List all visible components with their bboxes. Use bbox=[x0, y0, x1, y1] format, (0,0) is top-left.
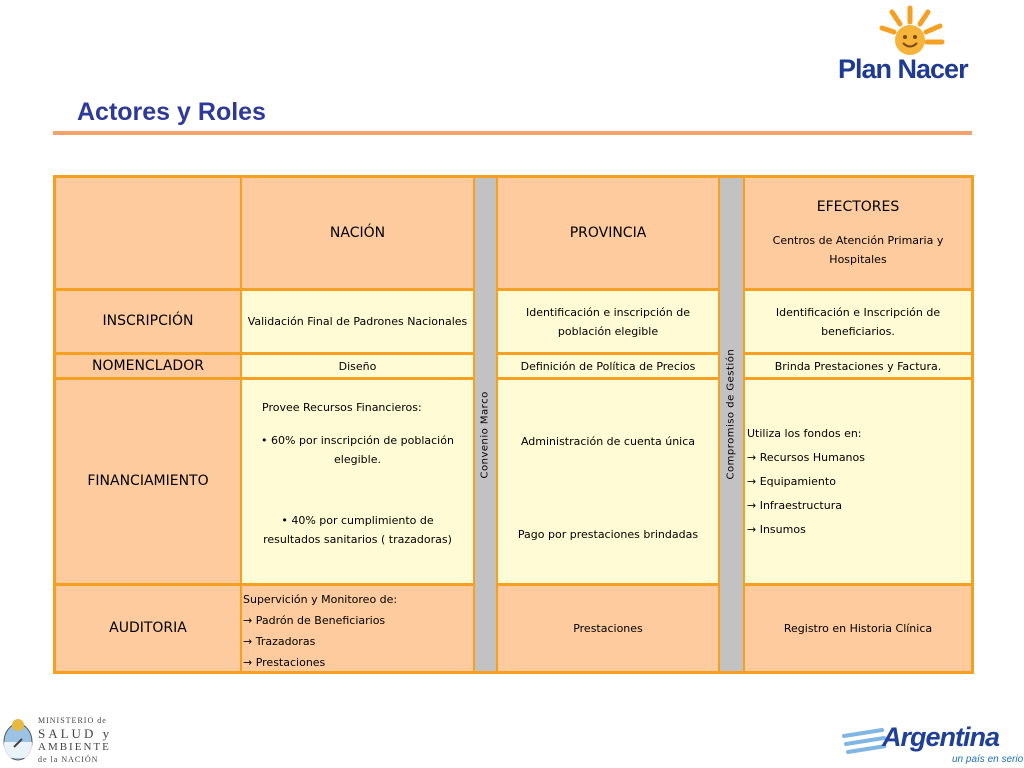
argentina-logo: Argentina un país en serio bbox=[842, 722, 1024, 768]
list-item: → Trazadoras bbox=[243, 635, 316, 648]
cell-inscripcion-efectores: Identificación e Inscripción de benefici… bbox=[745, 291, 971, 352]
separator-label-convenio: Convenio Marco bbox=[479, 391, 491, 479]
financiamiento-nacion-bullet-1: • 60% por inscripción de población elegi… bbox=[261, 434, 454, 466]
plan-nacer-wordmark: Plan Nacer bbox=[838, 54, 969, 84]
efectores-subtitle: Centros de Atención Primaria y Hospitale… bbox=[772, 233, 944, 266]
cell-nomenclador-provincia: Definición de Política de Precios bbox=[498, 355, 718, 377]
row-header-auditoria: AUDITORIA bbox=[56, 586, 240, 671]
list-item: → Prestaciones bbox=[243, 656, 326, 669]
efectores-title: EFECTORES bbox=[816, 198, 900, 215]
list-item: → Insumos bbox=[747, 523, 806, 536]
financiamiento-provincia-line-2: Pago por prestaciones brindadas bbox=[517, 528, 699, 541]
financiamiento-efectores-title: Utiliza los fondos en: bbox=[747, 427, 862, 440]
plan-nacer-logo: Plan Nacer bbox=[830, 4, 1000, 88]
ministerio-line-3: AMBIENTE bbox=[38, 741, 111, 753]
auditoria-nacion-title: Supervición y Monitoreo de: bbox=[243, 593, 398, 606]
ministerio-line-4: de la NACIÓN bbox=[38, 755, 99, 764]
list-item: → Infraestructura bbox=[747, 499, 842, 512]
column-header-nacion: NACIÓN bbox=[242, 178, 473, 288]
list-item: → Padrón de Beneficiarios bbox=[243, 614, 386, 627]
cell-auditoria-efectores: Registro en Historia Clínica bbox=[745, 586, 971, 671]
column-header-provincia: PROVINCIA bbox=[498, 178, 718, 288]
list-item: → Recursos Humanos bbox=[747, 451, 865, 464]
ministerio-logo: MINISTERIO de SALUD y AMBIENTE de la NAC… bbox=[0, 712, 140, 768]
separator-convenio: Convenio Marco bbox=[475, 178, 496, 671]
cell-financiamiento-nacion: Provee Recursos Financieros: • 60% por i… bbox=[242, 380, 473, 583]
cell-inscripcion-provincia: Identificación e inscripción de població… bbox=[498, 291, 718, 352]
row-header-financiamiento: FINANCIAMIENTO bbox=[56, 380, 240, 583]
cell-financiamiento-provincia: Administración de cuenta única Pago por … bbox=[498, 380, 718, 583]
column-header-efectores: EFECTORES Centros de Atención Primaria y… bbox=[745, 178, 971, 288]
financiamiento-nacion-title: Provee Recursos Financieros: bbox=[262, 401, 422, 414]
ministerio-line-1: MINISTERIO de bbox=[38, 716, 107, 725]
row-header-nomenclador: NOMENCLADOR bbox=[56, 355, 240, 377]
ministerio-line-2: SALUD y bbox=[38, 726, 113, 741]
argentina-wordmark: Argentina bbox=[882, 722, 1000, 752]
coat-of-arms-icon bbox=[3, 719, 33, 761]
sun-face-icon bbox=[879, 5, 945, 55]
roles-table: NACIÓN PROVINCIA EFECTORES Centros de At… bbox=[53, 175, 974, 674]
cell-nomenclador-nacion: Diseño bbox=[242, 355, 473, 377]
cell-auditoria-provincia: Prestaciones bbox=[498, 586, 718, 671]
page-title: Actores y Roles bbox=[77, 98, 266, 126]
financiamiento-nacion-bullet-2: • 40% por cumplimiento de resultados san… bbox=[263, 514, 452, 546]
list-item: → Equipamiento bbox=[747, 475, 836, 488]
cell-financiamiento-efectores: Utiliza los fondos en: → Recursos Humano… bbox=[745, 380, 971, 583]
cell-inscripcion-nacion: Validación Final de Padrones Nacionales bbox=[242, 291, 473, 352]
corner-cell bbox=[56, 178, 240, 288]
row-header-inscripcion: INSCRIPCIÓN bbox=[56, 291, 240, 352]
flag-stripes-icon bbox=[842, 728, 886, 754]
cell-auditoria-nacion: Supervición y Monitoreo de: → Padrón de … bbox=[242, 586, 473, 671]
title-divider bbox=[53, 131, 972, 135]
separator-label-compromiso: Compromiso de Gestión bbox=[725, 348, 737, 480]
financiamiento-provincia-line-1: Administración de cuenta única bbox=[520, 435, 696, 448]
separator-compromiso: Compromiso de Gestión bbox=[720, 178, 743, 671]
argentina-tagline: un país en serio bbox=[952, 754, 1024, 765]
cell-nomenclador-efectores: Brinda Prestaciones y Factura. bbox=[745, 355, 971, 377]
